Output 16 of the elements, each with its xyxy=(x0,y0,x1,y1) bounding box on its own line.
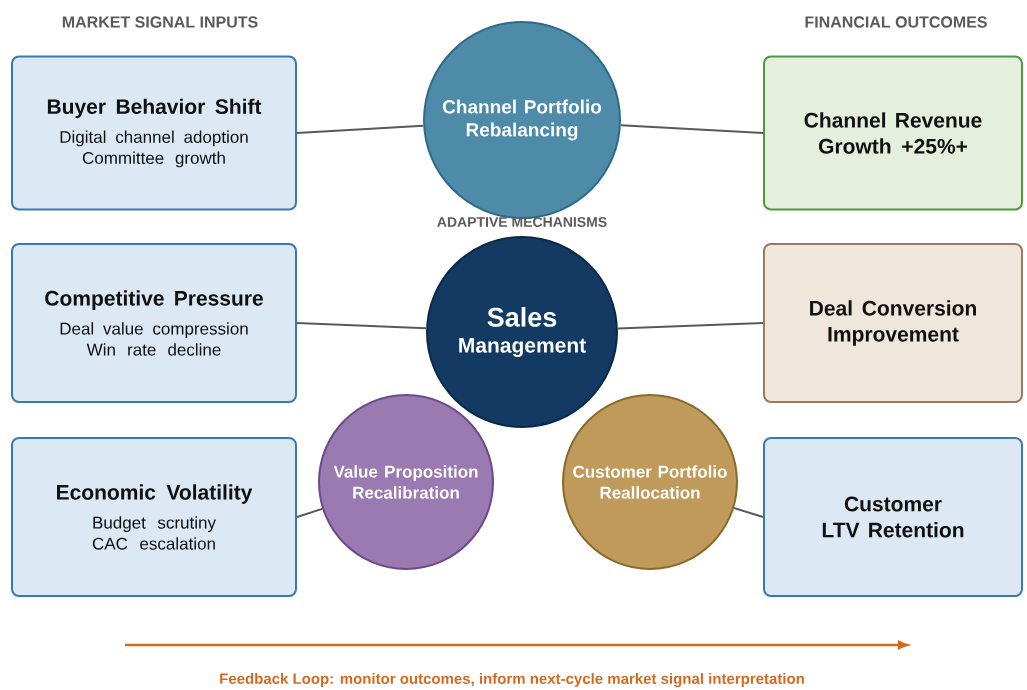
column-heading: FINANCIAL OUTCOMES xyxy=(805,16,987,28)
card-box: Deal Conversion Improvement xyxy=(763,243,1023,403)
connector-line xyxy=(616,322,764,330)
card-box: Customer LTV Retention xyxy=(763,437,1023,597)
card-box: Channel Revenue Growth +25%+ xyxy=(763,55,1023,211)
connector-line xyxy=(619,124,764,134)
connector-line xyxy=(296,507,324,518)
section-heading: ADAPTIVE MECHANISMS xyxy=(437,217,607,227)
card-box: Competitive Pressure Deal value compression Win rate decline xyxy=(11,243,297,403)
connector-line xyxy=(296,124,425,134)
column-heading: MARKET SIGNAL INPUTS xyxy=(62,16,258,28)
connector-line xyxy=(296,322,428,330)
feedback-caption: Feedback Loop: monitor outcomes, inform next-cycle market signal interpretation xyxy=(220,672,804,687)
card-box: Economic Volatility Budget scrutiny CAC escalation xyxy=(11,437,297,597)
connector-line xyxy=(733,507,764,518)
card-box: Buyer Behavior Shift Digital channel adoption Committee growth xyxy=(11,55,297,211)
